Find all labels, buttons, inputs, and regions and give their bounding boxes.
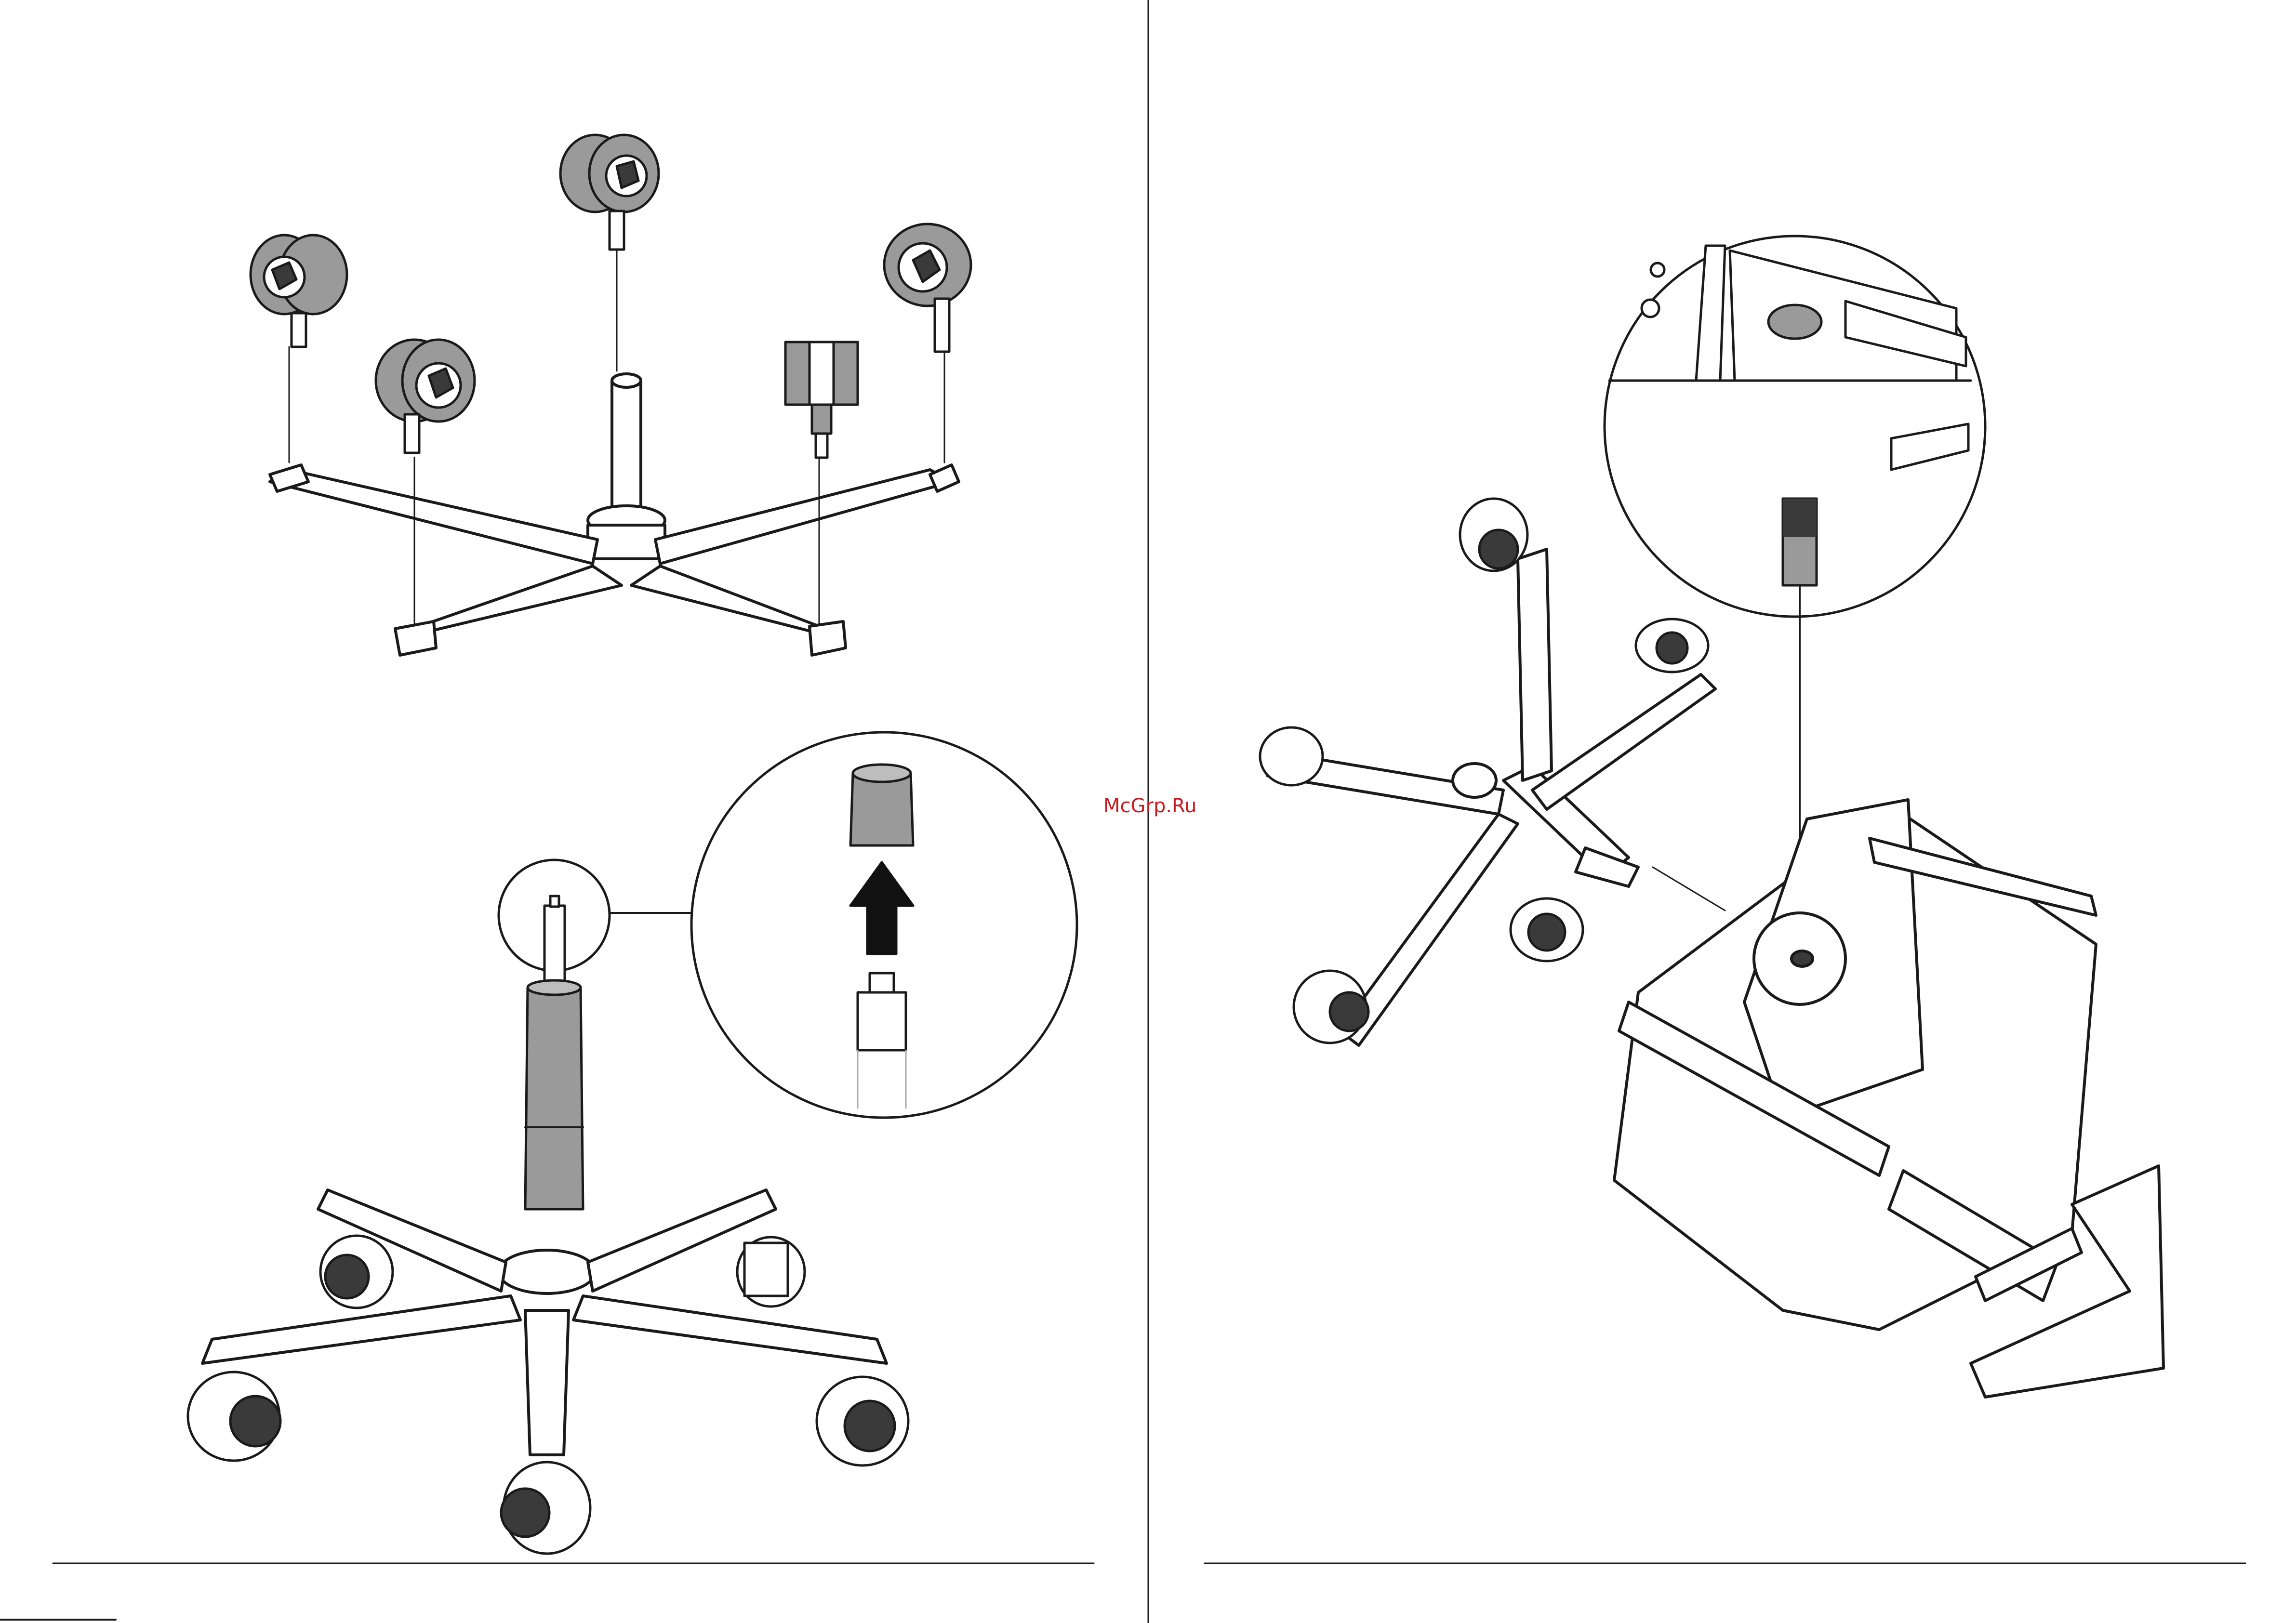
seat-mechanism-icon <box>1614 800 2096 1330</box>
step-3-mount-illustration <box>1260 236 2163 1397</box>
caster-icon <box>560 135 659 250</box>
caster-icon <box>251 235 347 347</box>
caster-icon <box>376 340 475 453</box>
step-1-casters-illustration <box>251 135 971 655</box>
gas-lift-cap-icon <box>850 765 913 845</box>
watermark-text: McGrp.Ru <box>1103 795 1196 817</box>
chair-base-icon <box>270 374 959 655</box>
step-2-gas-lift-illustration <box>188 732 1077 1554</box>
caster-icon <box>785 342 858 458</box>
caster-icon <box>884 224 971 352</box>
chair-base-icon <box>202 1190 887 1455</box>
